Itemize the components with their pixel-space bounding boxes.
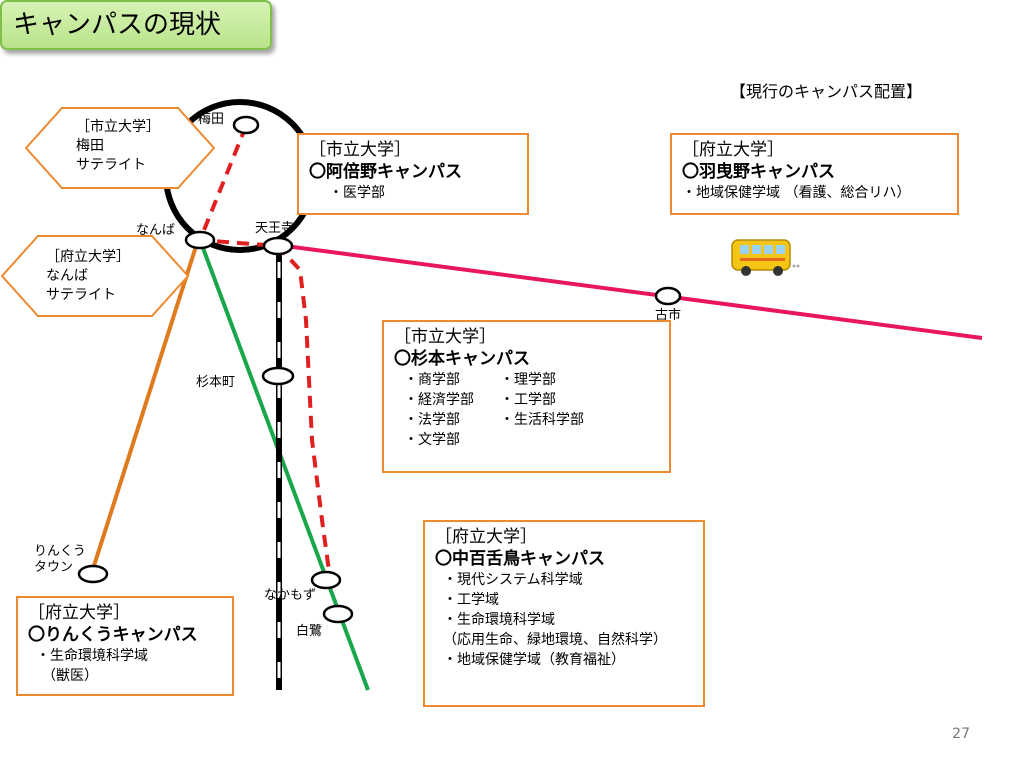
label-rinku: りんくう タウン [34, 544, 86, 575]
rinku-campus-box: ［府立大学］ 〇りんくうキャンパス ・生命環境科学域 （獣医） [16, 596, 234, 696]
station-tennoji [262, 236, 294, 256]
satellite-line: 梅田 [76, 138, 104, 154]
satellite-line: サテライト [46, 287, 116, 303]
satellite-line: サテライト [76, 157, 146, 173]
campus-name: 〇りんくうキャンパス [28, 625, 198, 645]
pink-railway-line [277, 243, 983, 340]
school-bus-icon [731, 239, 800, 276]
page-number: 27 [952, 726, 970, 742]
umeda-satellite-hexagon [24, 107, 216, 189]
label-namba: なんば [136, 223, 176, 238]
station-shirasagi [322, 604, 354, 624]
campus-name: 〇羽曳野キャンパス [682, 162, 835, 182]
label-tennoji: 天王寺 [255, 221, 295, 236]
campus-item: （応用生命、緑地環境、自然科学） [443, 632, 667, 648]
campus-item: ・生命環境科学域 [36, 648, 148, 664]
campus-item: ・生命環境科学域 [443, 612, 555, 628]
campus-item: ・法学部 [404, 412, 460, 428]
campus-name: 〇阿倍野キャンパス [309, 162, 462, 182]
station-rinku [77, 564, 109, 584]
campus-item: ・経済学部 [404, 392, 474, 408]
station-namba [184, 230, 216, 250]
habikino-campus-box: ［府立大学］ 〇羽曳野キャンパス ・地域保健学域 （看護、総合リハ） [670, 133, 959, 215]
map-caption: 【現行のキャンパス配置】 [730, 82, 923, 101]
campus-name: 〇中百舌鳥キャンパス [435, 549, 605, 569]
orange-railway-line [90, 239, 200, 573]
campus-item: ・地域保健学域（教育福祉） [443, 652, 625, 668]
station-nakamozu [310, 570, 342, 590]
campus-item: ・工学部 [500, 392, 556, 408]
page-title: キャンパスの現状 [0, 0, 272, 50]
campus-item: （獣医） [42, 668, 98, 684]
label-sugimotocho: 杉本町 [196, 375, 236, 390]
campus-header: ［市立大学］ [394, 327, 496, 347]
sugimoto-campus-box: ［市立大学］ 〇杉本キャンパス ・商学部 ・経済学部 ・法学部 ・文学部 ・理学… [382, 320, 671, 473]
label-nakamozu: なかもず [264, 588, 317, 603]
subway-dashed-line [197, 125, 332, 579]
campus-header: ［府立大学］ [28, 603, 130, 623]
umeda-satellite: ［市立大学］ 梅田 サテライト [76, 118, 160, 175]
label-umeda: 梅田 [198, 112, 225, 127]
campus-name: 〇杉本キャンパス [394, 349, 530, 369]
campus-item: ・文学部 [404, 432, 460, 448]
label-furuichi: 古市 [655, 308, 682, 323]
campus-header: ［府立大学］ [435, 527, 537, 547]
campus-item: ・工学域 [443, 592, 499, 608]
station-furuichi [654, 286, 682, 306]
campus-item: ・理学部 [500, 372, 556, 388]
satellite-header: ［府立大学］ [46, 249, 130, 265]
station-sugimotocho [261, 366, 295, 386]
campus-item: ・現代システム科学域 [443, 572, 583, 588]
satellite-header: ［市立大学］ [76, 119, 160, 135]
abeno-campus-box: ［市立大学］ 〇阿倍野キャンパス ・医学部 [297, 133, 529, 215]
namba-satellite-hexagon [0, 235, 190, 317]
campus-item: ・生活科学部 [500, 412, 584, 428]
campus-header: ［市立大学］ [309, 140, 411, 160]
station-umeda [232, 115, 260, 135]
satellite-line: なんば [46, 268, 88, 284]
campus-header: ［府立大学］ [682, 140, 784, 160]
campus-item: ・医学部 [329, 185, 385, 201]
namba-satellite: ［府立大学］ なんば サテライト [46, 248, 130, 305]
label-shirasagi: 白鷺 [296, 624, 323, 639]
campus-item: ・地域保健学域 （看護、総合リハ） [682, 185, 911, 201]
nakamozu-campus-box: ［府立大学］ 〇中百舌鳥キャンパス ・現代システム科学域 ・工学域 ・生命環境科… [423, 520, 705, 707]
campus-item: ・商学部 [404, 372, 460, 388]
